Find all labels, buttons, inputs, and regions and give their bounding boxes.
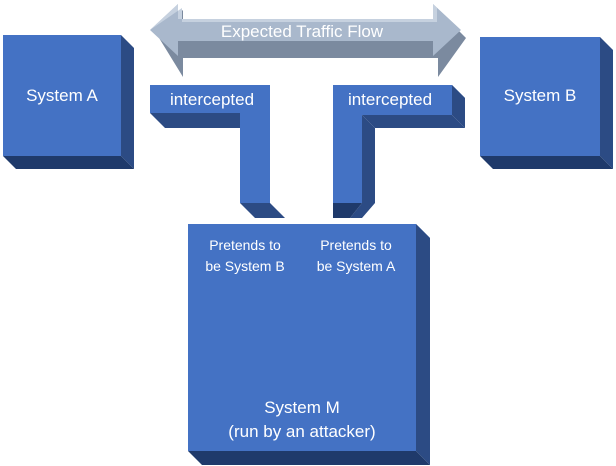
system-a-front xyxy=(3,35,121,156)
system-m-right-note-line2: be System A xyxy=(317,258,396,274)
system-b-front xyxy=(480,37,600,156)
system-a-bottom xyxy=(3,156,134,169)
system-a-label: System A xyxy=(26,86,98,105)
left-pipe-front xyxy=(150,85,270,203)
left-intercepted-pipe: intercepted xyxy=(150,85,285,218)
right-pipe-leg xyxy=(350,115,375,218)
system-b-bottom xyxy=(480,156,613,169)
right-pipe-right xyxy=(452,85,465,128)
system-b-box: System B xyxy=(480,37,613,169)
system-m-front xyxy=(188,224,416,451)
system-a-side xyxy=(121,35,134,169)
system-m-bottom xyxy=(188,451,430,465)
system-m-left-note-line1: Pretends to xyxy=(209,237,281,253)
system-a-box: System A xyxy=(3,35,134,169)
right-pipe-bottom xyxy=(333,203,362,218)
system-m-title: System M xyxy=(264,398,340,417)
system-b-label: System B xyxy=(504,86,577,105)
system-m-box: Pretends to be System B Pretends to be S… xyxy=(188,224,430,465)
right-pipe-front xyxy=(333,85,452,203)
traffic-flow-label: Expected Traffic Flow xyxy=(221,22,384,41)
left-pipe-label: intercepted xyxy=(170,90,254,109)
system-m-right-note-line1: Pretends to xyxy=(320,237,392,253)
right-intercepted-pipe: intercepted xyxy=(333,85,465,218)
right-pipe-inner xyxy=(362,115,465,128)
right-pipe-label: intercepted xyxy=(348,90,432,109)
traffic-flow-arrow: Expected Traffic Flow xyxy=(150,4,466,77)
traffic-flow-arrow-face xyxy=(150,4,461,56)
system-m-side xyxy=(416,224,430,465)
system-b-side xyxy=(600,37,613,169)
system-m-subtitle: (run by an attacker) xyxy=(228,422,375,441)
system-m-left-note-line2: be System B xyxy=(205,258,284,274)
